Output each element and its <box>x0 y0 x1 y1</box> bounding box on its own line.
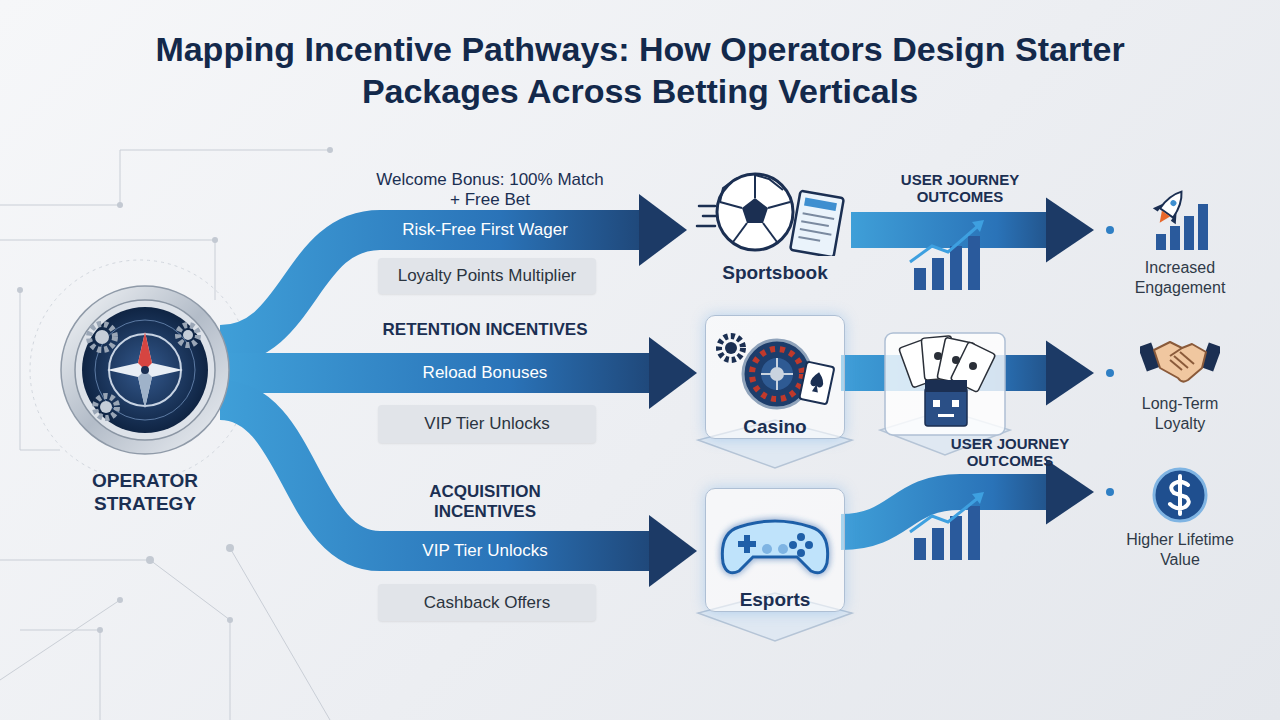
edge-label: USER JOURNEY OUTCOMES <box>940 435 1080 469</box>
roulette-icon <box>705 324 845 412</box>
strategy-hub: OPERATOR STRATEGY <box>50 285 240 525</box>
compass-emblem <box>60 285 230 455</box>
edge-label: Reload Bonuses <box>423 363 548 383</box>
node-text: Cashback Offers <box>424 593 550 613</box>
node-text: Loyalty Points Multiplier <box>398 266 577 286</box>
node-text: VIP Tier Unlocks <box>424 414 549 434</box>
outcome-item: Higher Lifetime Value <box>1114 466 1246 570</box>
incentive-chip: VIP Tier Unlocks <box>378 405 596 443</box>
section-label: Welcome Bonus: 100% Match + Free Bet <box>370 170 610 210</box>
flow-arrow <box>220 400 697 587</box>
bar-chart-icon <box>910 220 984 290</box>
node-text: Higher Lifetime Value <box>1120 530 1240 570</box>
section-label: RETENTION INCENTIVES <box>335 320 635 340</box>
vertical-panel: Casino <box>705 315 845 439</box>
bar-chart-icon <box>910 492 984 560</box>
flow-arrow <box>228 337 697 409</box>
section-label: ACQUISITION INCENTIVES <box>385 482 585 522</box>
flow-arrow <box>220 194 687 345</box>
outcome-item: Increased Engagement <box>1114 186 1246 304</box>
outcome-item: Long-Term Loyalty <box>1114 330 1246 438</box>
edge-label: VIP Tier Unlocks <box>422 541 547 561</box>
flow-arrow <box>841 460 1094 532</box>
incentive-chip: Cashback Offers <box>378 584 596 621</box>
node-text: Casino <box>743 416 806 438</box>
handshake-icon <box>1140 330 1220 388</box>
soccer-ticket-icon <box>695 166 855 256</box>
vertical-panel: Esports <box>705 488 845 612</box>
node-text: Increased Engagement <box>1120 258 1240 298</box>
edge-label: USER JOURNEY OUTCOMES <box>890 171 1030 205</box>
node-text: OPERATOR STRATEGY <box>65 469 225 515</box>
edge-label: Risk-Free First Wager <box>402 220 568 240</box>
vertical-icon: Sportsbook <box>695 166 855 290</box>
node-text: Sportsbook <box>722 262 828 284</box>
node-text: Long-Term Loyalty <box>1120 394 1240 434</box>
gamepad-icon <box>705 497 845 585</box>
incentive-chip: Loyalty Points Multiplier <box>378 258 596 294</box>
rocket-growth-icon <box>1140 186 1220 252</box>
diagram-title: Mapping Incentive Pathways: How Operator… <box>90 28 1190 112</box>
node-text: Esports <box>740 589 811 611</box>
dollar-icon <box>1150 466 1210 524</box>
